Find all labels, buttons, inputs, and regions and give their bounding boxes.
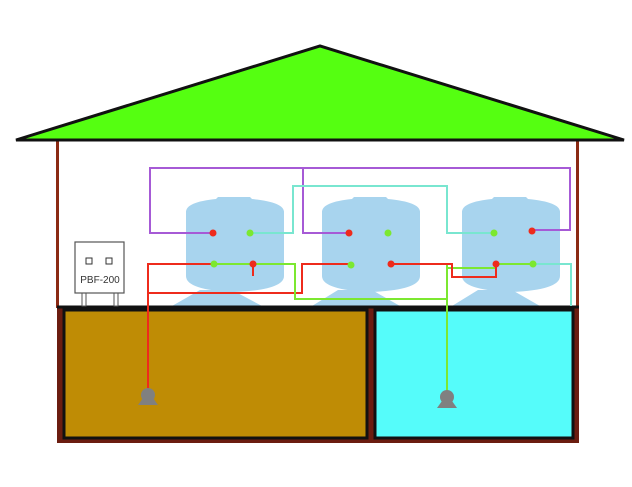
rinse-cyan-pipe	[250, 185, 494, 234]
valve-dot	[387, 260, 395, 268]
raw-water-reservoir	[62, 308, 369, 440]
outlet-green-header	[253, 263, 447, 300]
valve-dot	[490, 229, 498, 237]
valve-dot	[384, 229, 392, 237]
feed-red-header	[148, 263, 350, 294]
control-unit: PBF-200	[74, 241, 125, 307]
outlet-green-tank2-red	[391, 263, 497, 278]
right-wall	[576, 140, 579, 308]
backwash-purple-pipe	[149, 167, 571, 234]
filter-tank-1	[172, 197, 284, 306]
valve-dot	[209, 229, 217, 237]
clean-water-reservoir	[373, 308, 575, 440]
backwash-purple-branch	[302, 168, 348, 234]
clean-water-pump	[437, 390, 457, 408]
feed-red-pipe	[147, 263, 212, 390]
valve-points	[209, 227, 537, 269]
valve-dot	[528, 227, 536, 235]
filter-tank-2	[312, 197, 420, 306]
raw-water-pump	[138, 388, 158, 405]
reservoir-pit	[57, 306, 579, 443]
valve-dot	[347, 261, 355, 269]
house-roof	[15, 44, 625, 142]
valve-dot	[246, 229, 254, 237]
rinse-cyan-outlet	[533, 263, 572, 306]
indicator-light	[85, 257, 93, 265]
valve-dot	[492, 260, 500, 268]
filter-tank-3	[452, 197, 560, 306]
valve-dot	[529, 260, 537, 268]
left-wall	[56, 140, 59, 308]
valve-dot	[345, 229, 353, 237]
control-unit-label: PBF-200	[80, 275, 120, 286]
valve-dot	[210, 260, 218, 268]
indicator-light	[105, 257, 113, 265]
house-walls	[56, 140, 579, 308]
valve-dot	[249, 260, 257, 268]
